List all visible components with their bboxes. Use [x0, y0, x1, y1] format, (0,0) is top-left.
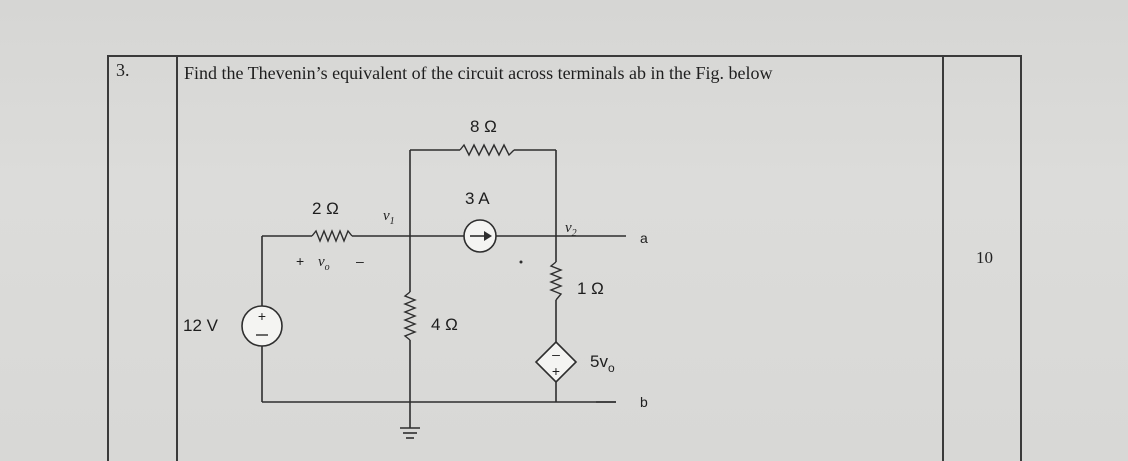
table-left-border: [107, 55, 109, 461]
circuit-wires: [261, 149, 626, 439]
voltage-source-icon: +: [241, 305, 283, 347]
current-source-icon: [463, 219, 497, 253]
label-node-v2: v2: [565, 220, 577, 239]
svg-text:+: +: [258, 308, 266, 324]
terminal-b: b: [640, 394, 648, 410]
table-col-divider-2: [942, 55, 944, 461]
resistor-1ohm: [549, 261, 563, 301]
label-r-top: 8 Ω: [470, 117, 497, 136]
terminal-a: a: [640, 230, 648, 246]
svg-text:–: –: [552, 346, 560, 362]
dependent-source-icon: – +: [534, 340, 578, 384]
label-vo: vo: [318, 254, 330, 273]
label-dependent-source: 5vo: [590, 352, 615, 375]
table-right-border: [1020, 55, 1022, 461]
resistor-4ohm: [403, 291, 417, 341]
label-vo-plus: +: [296, 253, 304, 269]
label-current-source: 3 A: [465, 189, 490, 208]
label-r-4: 4 Ω: [431, 315, 458, 334]
question-text: Find the Thevenin’s equivalent of the ci…: [184, 63, 773, 83]
label-node-v1: v1: [383, 208, 395, 227]
table-top-border: [107, 55, 1021, 57]
label-r-1: 1 Ω: [577, 279, 604, 298]
label-r-2: 2 Ω: [312, 199, 339, 218]
question-number: 3.: [116, 60, 130, 80]
svg-text:+: +: [552, 363, 560, 379]
question-marks: 10: [976, 248, 993, 267]
label-vo-minus: –: [356, 253, 364, 269]
label-source: 12 V: [183, 316, 219, 335]
table-col-divider-1: [176, 55, 178, 461]
resistor-8ohm: [459, 143, 515, 157]
resistor-2ohm: [311, 229, 353, 243]
